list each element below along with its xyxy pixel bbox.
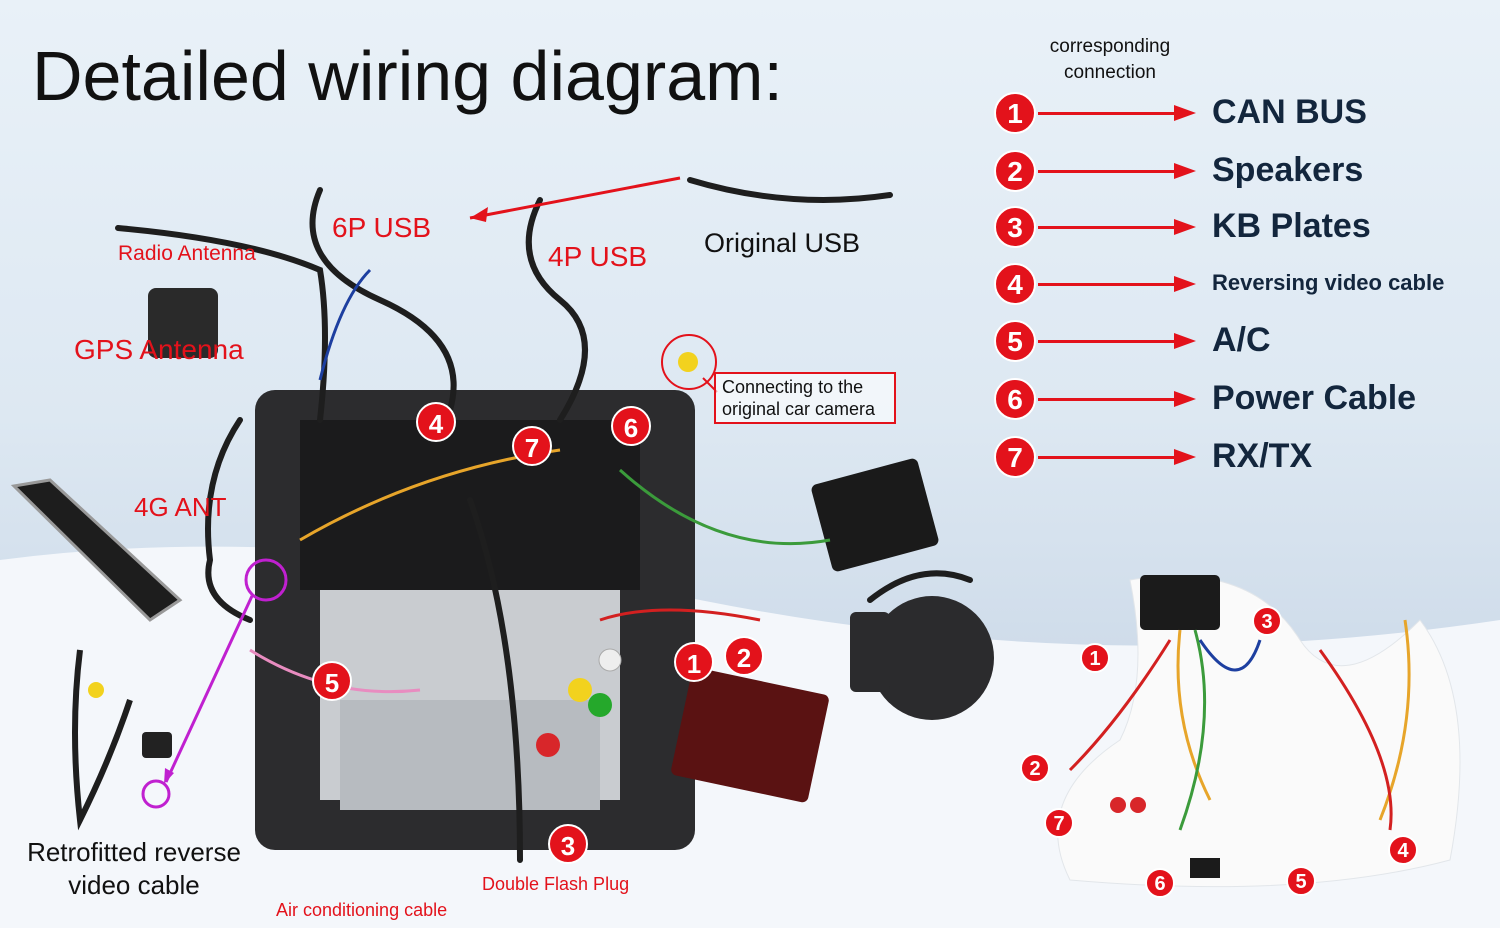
camera-connect-label: Connecting to the original car camera [714, 372, 896, 424]
legend-label: A/C [1212, 321, 1271, 359]
legend-label: Reversing video cable [1212, 270, 1445, 295]
arrowhead-icon [1174, 449, 1196, 465]
legend-badge: 4 [994, 263, 1036, 305]
retrofitted-label: Retrofitted reverse video cable [27, 837, 241, 900]
gps-antenna-label: GPS Antenna [74, 334, 244, 365]
marker-3: 3 [548, 824, 588, 864]
legend-label: Speakers [1212, 151, 1364, 189]
marker-2: 2 [724, 636, 764, 676]
harness-marker-7: 7 [1044, 808, 1074, 838]
legend-row-7: 7 RX/TX [994, 434, 1494, 478]
legend-arrow [1038, 340, 1178, 343]
legend-row-1: 1 CAN BUS [994, 90, 1494, 134]
usb-4p-label: 4P USB [548, 241, 648, 272]
usb-6p-label: 6P USB [332, 212, 432, 243]
legend-label: RX/TX [1212, 437, 1313, 475]
harness-marker-3: 3 [1252, 606, 1282, 636]
arrowhead-icon [1174, 105, 1196, 121]
harness-marker-5: 5 [1286, 866, 1316, 896]
arrowhead-icon [1174, 163, 1196, 179]
legend-badge: 1 [994, 92, 1036, 134]
legend-label: CAN BUS [1212, 93, 1367, 131]
legend-badge: 3 [994, 206, 1036, 248]
arrowhead-icon [1174, 391, 1196, 407]
legend-row-3: 3 KB Plates [994, 204, 1494, 248]
legend-label: KB Plates [1212, 207, 1371, 245]
legend-row-4: 4 Reversing video cable [994, 261, 1494, 305]
legend-badge: 2 [994, 150, 1036, 192]
4g-ant-label: 4G ANT [134, 492, 227, 522]
legend-row-5: 5 A/C [994, 318, 1494, 362]
arrowhead-icon [1174, 276, 1196, 292]
legend-header: corresponding connection [1049, 36, 1171, 83]
harness-marker-6: 6 [1145, 868, 1175, 898]
legend-label: Power Cable [1212, 379, 1417, 417]
marker-7: 7 [512, 426, 552, 466]
arrowhead-icon [1174, 333, 1196, 349]
legend-arrow [1038, 456, 1178, 459]
legend-badge: 6 [994, 378, 1036, 420]
radio-antenna-label: Radio Antenna [118, 242, 256, 265]
legend-arrow [1038, 170, 1178, 173]
legend-arrow [1038, 112, 1178, 115]
legend-badge: 5 [994, 320, 1036, 362]
legend-arrow [1038, 398, 1178, 401]
legend-badge: 7 [994, 436, 1036, 478]
legend-row-6: 6 Power Cable [994, 376, 1494, 420]
legend-row-2: 2 Speakers [994, 148, 1494, 192]
legend-arrow [1038, 226, 1178, 229]
marker-6: 6 [611, 406, 651, 446]
marker-1: 1 [674, 642, 714, 682]
double-flash-label: Double Flash Plug [482, 874, 630, 894]
harness-marker-1: 1 [1080, 643, 1110, 673]
harness-marker-2: 2 [1020, 753, 1050, 783]
marker-5: 5 [312, 661, 352, 701]
harness-marker-4: 4 [1388, 835, 1418, 865]
legend-arrow [1038, 283, 1178, 286]
page-title: Detailed wiring diagram: [32, 37, 783, 115]
air-conditioning-label: Air conditioning cable [276, 900, 448, 920]
original-usb-label: Original USB [704, 228, 861, 258]
arrowhead-icon [1174, 219, 1196, 235]
marker-4: 4 [416, 402, 456, 442]
